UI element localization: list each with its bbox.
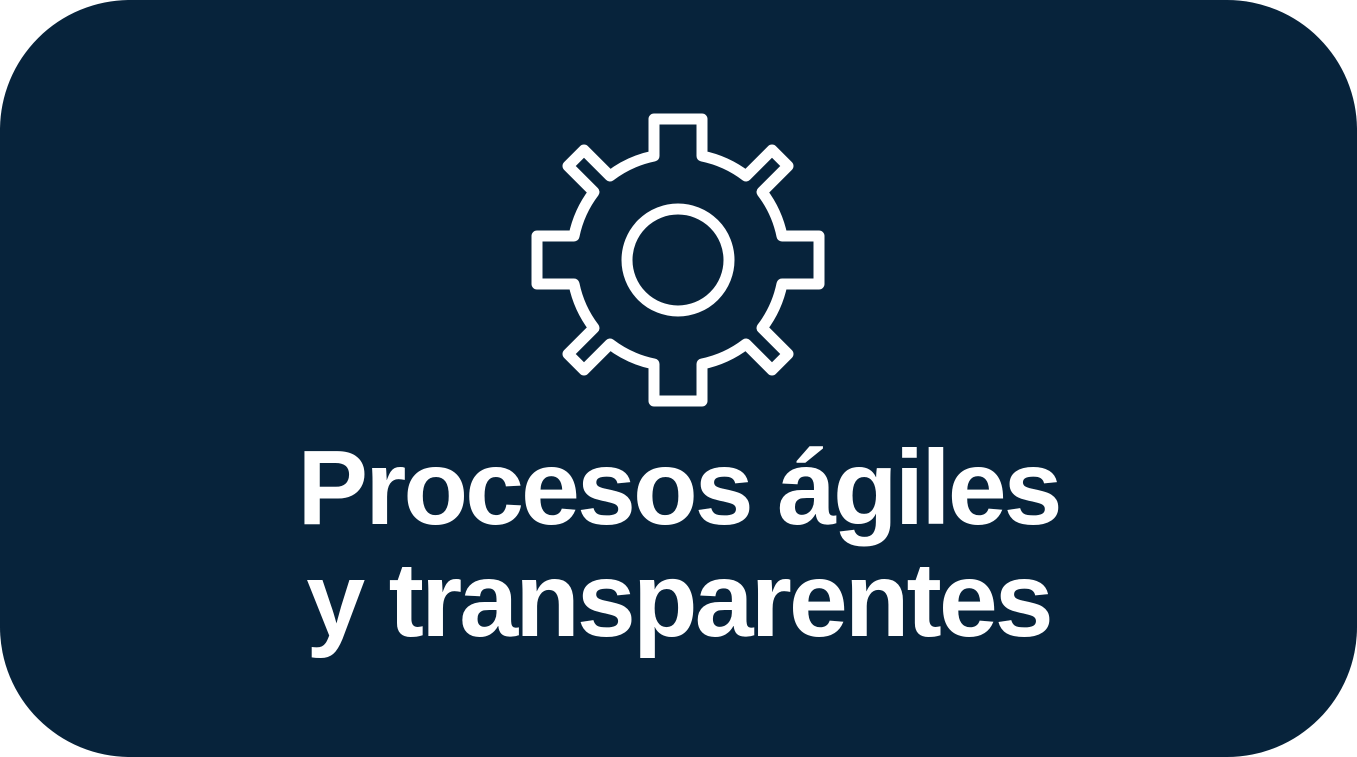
gear-icon [531, 113, 825, 407]
card-title: Procesos ágiles y transparentes [0, 432, 1357, 656]
card-title-line-2: y transparentes [306, 541, 1053, 659]
card-title-line-1: Procesos ágiles [297, 429, 1062, 547]
